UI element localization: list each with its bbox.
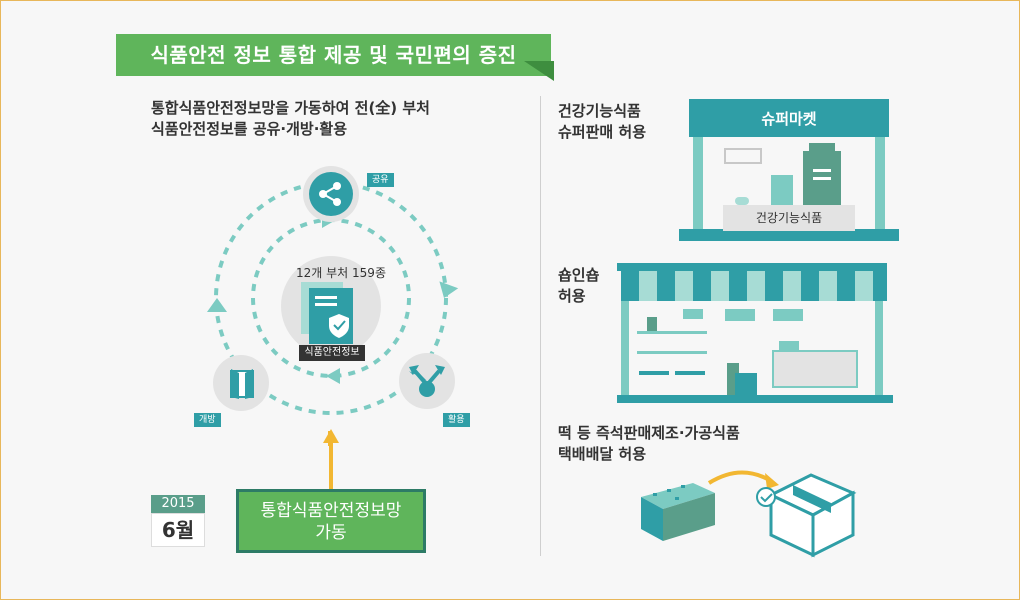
- tag-use: 활용: [443, 413, 470, 427]
- supermarket-illustration: [679, 99, 899, 241]
- launch-line1: 통합식품안전정보망: [260, 501, 402, 521]
- banner-title: 식품안전 정보 통합 제공 및 국민편의 증진: [116, 34, 551, 76]
- door-open-icon: [230, 369, 254, 399]
- calendar-year: 2015: [151, 495, 205, 513]
- calendar-month: 6월: [151, 513, 205, 547]
- launch-box: 통합식품안전정보망 가동: [236, 489, 426, 553]
- left-desc-line1: 통합식품안전정보망을 가동하여 전(全) 부처: [151, 99, 430, 117]
- launch-arrow: [323, 429, 339, 489]
- outer-cycle-ring: [214, 181, 448, 415]
- awning: [621, 271, 887, 301]
- column-divider: [540, 96, 541, 556]
- shield-icon: [329, 314, 349, 338]
- item1-line1: 건강기능식품: [558, 102, 641, 120]
- open-node: [213, 355, 269, 411]
- tag-open: 개방: [194, 413, 221, 427]
- launch-line2: 가동: [315, 523, 347, 543]
- tag-share: 공유: [367, 173, 394, 187]
- store-shelf-label: 건강기능식품: [755, 211, 823, 225]
- share-icon: [309, 172, 353, 216]
- delivery-box-icon: [756, 473, 857, 558]
- store-sign-label: 슈퍼마켓: [761, 110, 817, 128]
- delivery-illustration: [641, 470, 857, 558]
- outer-arrow-left: [207, 298, 227, 312]
- center-count-label: 12개 부처 159종: [296, 266, 386, 280]
- shop-in-shop-illustration: [617, 263, 893, 403]
- item3-line2: 택배배달 허용: [558, 445, 647, 463]
- calendar-icon: 2015 6월: [147, 489, 209, 553]
- item2-line1: 숍인숍: [558, 266, 600, 284]
- item3-line1: 떡 등 즉석판매제조·가공식품: [558, 424, 740, 442]
- outer-arrow-right: [439, 281, 459, 298]
- check-icon: [760, 493, 773, 503]
- use-node: [399, 353, 455, 409]
- branch-arrows-icon: [409, 365, 445, 397]
- rice-cake-icon: [641, 483, 715, 541]
- item2-line2: 허용: [558, 287, 586, 305]
- left-desc-line2: 식품안전정보를 공유·개방·활용: [151, 120, 348, 138]
- item1-line2: 슈퍼판매 허용: [558, 123, 647, 141]
- delivery-arrow: [765, 473, 779, 489]
- center-info-label: 식품안전정보: [299, 345, 365, 361]
- share-node: [303, 166, 359, 222]
- inner-arrow-bottom: [326, 368, 340, 384]
